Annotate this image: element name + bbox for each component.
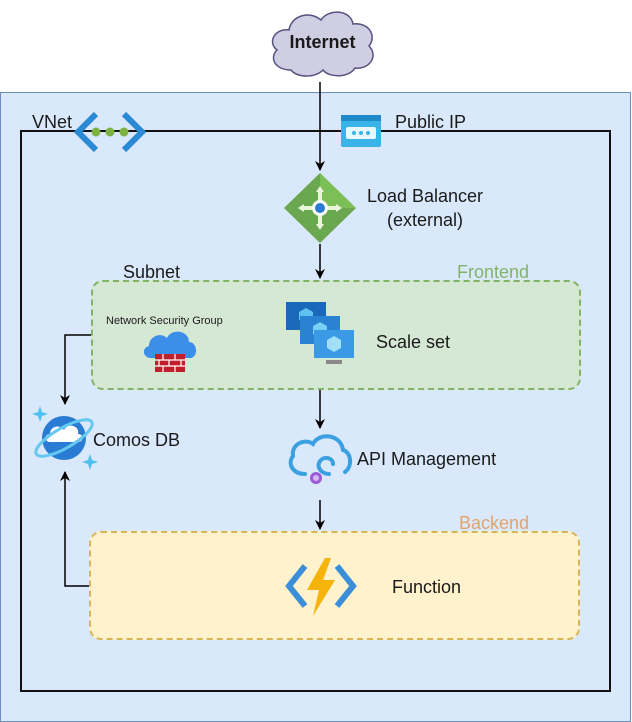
function-icon [285,558,357,616]
public-ip-icon [341,115,381,147]
backend-subnet [89,531,580,640]
cosmos-db-icon [32,406,98,470]
load-balancer-icon [284,173,356,243]
backend-label: Backend [459,513,530,533]
vnet-icon [74,111,146,153]
vnet-label: VNet [32,112,73,132]
nsg-label: Network Security Group [106,315,223,327]
arrow-backend-to-cosmos [60,471,89,587]
vnet-boundary [20,130,611,692]
function-label: Function [392,577,462,597]
api-management-icon [288,434,352,484]
public-ip-label: Public IP [395,112,467,132]
cosmos-db-label: Comos DB [93,430,181,450]
lb-label-line2: (external) [386,210,464,230]
internet-label: Internet [289,32,356,52]
subnet-label: Subnet [123,262,181,282]
api-management-label: API Management [357,449,497,469]
cloud-icon [271,11,374,77]
lb-label-line1: Load Balancer [366,186,484,206]
nsg-icon [143,331,197,372]
arrow-frontend-to-cosmos [60,334,91,405]
scale-set-icon [286,302,354,364]
scale-set-label: Scale set [376,332,451,352]
frontend-label: Frontend [457,262,530,282]
